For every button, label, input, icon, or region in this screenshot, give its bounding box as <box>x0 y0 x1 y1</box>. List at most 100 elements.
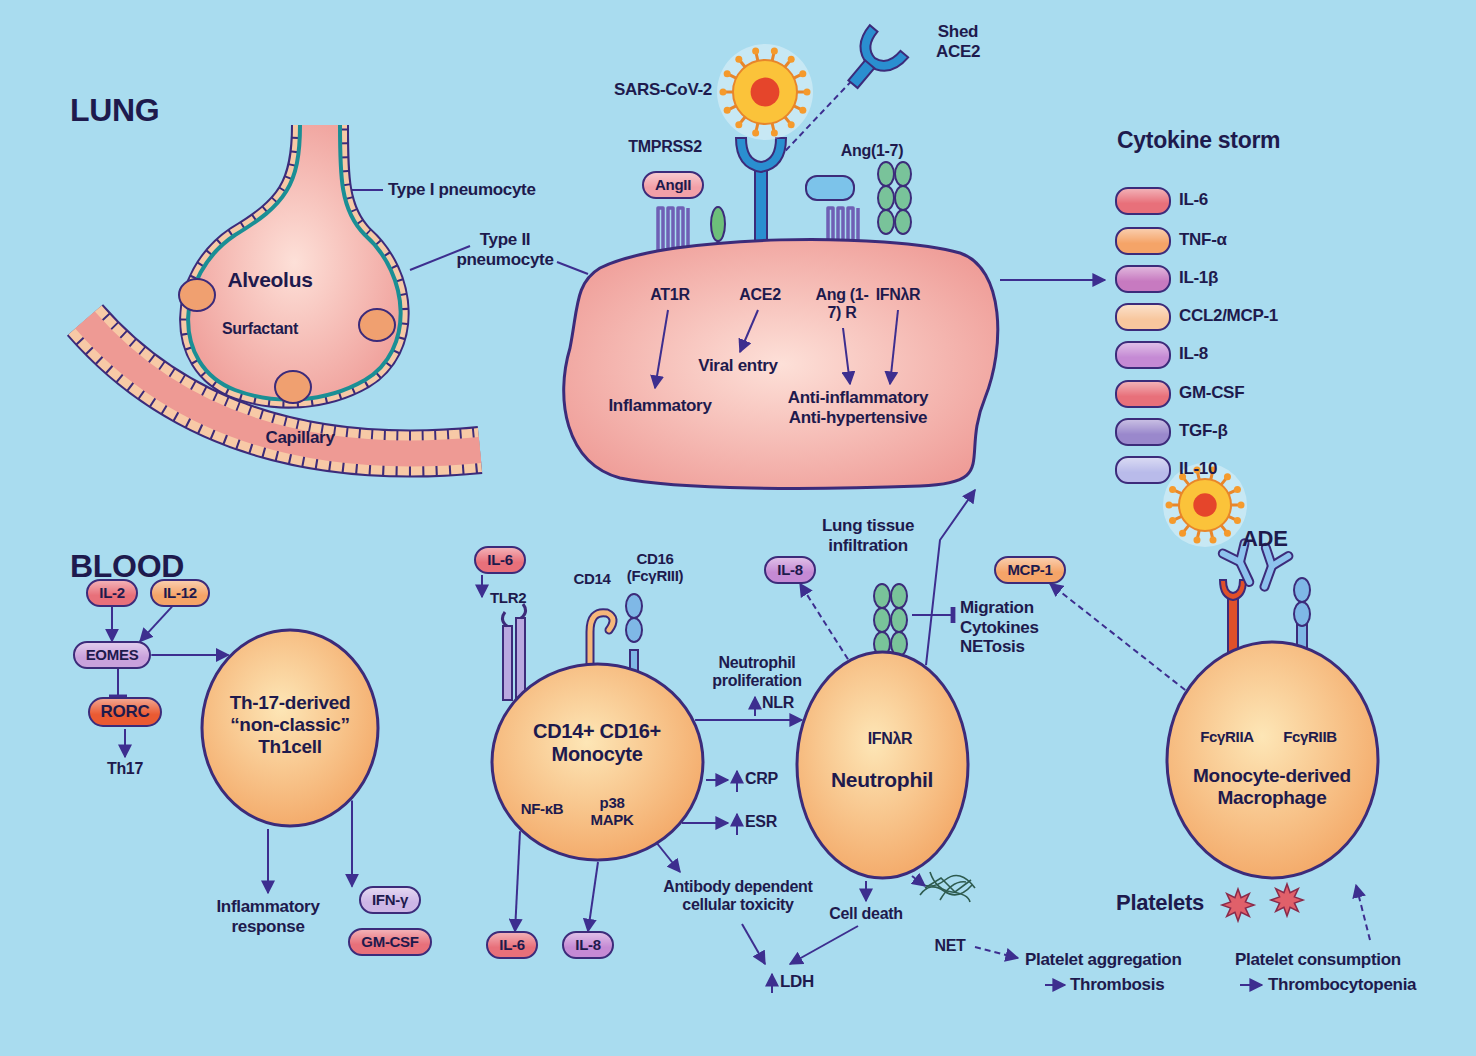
connector-arrow <box>1000 279 1105 281</box>
arrow <box>481 575 483 597</box>
arrow <box>706 779 728 781</box>
cytokine-pill-swatch <box>1115 265 1171 293</box>
alveolus-shape: AlveolusSurfactant <box>165 125 415 425</box>
annotation-label: Ang(1-7) <box>841 142 903 160</box>
receptor-domain <box>626 618 642 642</box>
arrow <box>843 328 850 384</box>
drawing-part <box>1264 566 1272 587</box>
receptor-domain <box>895 162 911 186</box>
cell-membrane <box>492 664 703 860</box>
cytokine-swatch-item: IL-8 <box>1115 341 1305 369</box>
cytokine-swatch-item: CCL2/MCP-1 <box>1115 303 1305 331</box>
drawing-part <box>1166 502 1173 509</box>
cytokine-pill-swatch <box>1115 227 1171 255</box>
node-text: Alveolus <box>210 268 330 292</box>
arrow <box>742 924 765 964</box>
arrow <box>656 842 680 872</box>
antibody <box>1253 548 1288 591</box>
node-text: IL-6 <box>499 936 524 953</box>
drawing-part <box>799 107 806 114</box>
cell-membrane <box>797 652 968 878</box>
cytokine-pill: AngII <box>642 171 704 198</box>
drawing-part <box>804 89 811 96</box>
arrow <box>124 729 126 757</box>
receptor-domain <box>626 594 642 618</box>
annotation-label: CD14 <box>573 570 610 587</box>
node-text: GM-CSF <box>361 933 418 950</box>
drawing-part <box>915 872 975 902</box>
annotation-label: Type I pneumocyte <box>388 180 536 200</box>
node-text: Th-17-derived “non-classic” Th1cell <box>215 692 365 758</box>
cytokine-swatch-item: IL-1β <box>1115 265 1305 293</box>
cell-membrane <box>564 239 998 488</box>
drawing-part <box>834 25 908 100</box>
annotation-label: Th17 <box>107 760 143 778</box>
drawing-part <box>1169 517 1176 524</box>
node-text: MCP-1 <box>1007 561 1052 578</box>
drawing-part <box>1272 552 1288 570</box>
capillary-wall <box>85 320 480 453</box>
arrow <box>975 947 1018 958</box>
annotation-label: ESR <box>745 813 777 831</box>
drawing-part <box>557 262 588 274</box>
arrow <box>655 310 668 388</box>
annotation-label: Shed ACE2 <box>928 22 988 61</box>
node-text: IL-1β <box>1179 268 1218 288</box>
cell-membrane <box>1167 642 1378 878</box>
cytokine-swatch-item: GM-CSF <box>1115 380 1305 408</box>
cytokine-pill-swatch <box>1115 380 1171 408</box>
drawing-part <box>720 89 727 96</box>
receptor-7tm <box>658 208 688 250</box>
drawing-part <box>771 129 778 136</box>
node-text: IL-12 <box>163 584 197 601</box>
annotation-label: Type II pneumocyte <box>450 230 560 269</box>
capillary-wall <box>85 320 480 453</box>
cell-body: IFNλRNeutrophil <box>795 650 970 880</box>
connector-arrow <box>515 831 520 931</box>
arrow <box>736 814 738 835</box>
receptor-domain <box>878 210 894 234</box>
drawing-part <box>1234 517 1241 524</box>
node-text: FcγRIIB <box>1274 728 1346 745</box>
receptor-domain <box>895 186 911 210</box>
cytokine-pill: IL-8 <box>562 931 613 958</box>
arrow <box>267 829 269 893</box>
cytokine-pill: EOMES <box>73 641 152 668</box>
drawing-part <box>752 48 759 55</box>
drawing-part <box>736 138 786 172</box>
annotation-label: CD16 (FcγRIII) <box>613 550 698 585</box>
pneumocyte-cell: AT1RACE2Ang (1-7) RIFNλRInflammatoryVira… <box>560 228 1000 490</box>
alveolus-wall <box>188 125 401 400</box>
node-text: GM-CSF <box>1179 383 1244 403</box>
node-text: AT1R <box>640 286 700 304</box>
node-text: IL-8 <box>1179 344 1208 364</box>
drawing-part <box>1240 562 1249 582</box>
drawing-part <box>1240 562 1249 582</box>
drawing-part <box>724 107 731 114</box>
annotation-label: Thrombocytopenia <box>1268 975 1416 995</box>
receptor-domain <box>1294 602 1310 626</box>
drawing-part <box>806 176 854 200</box>
annotation-label: ADE <box>1242 526 1288 551</box>
drawing-part <box>1220 580 1246 600</box>
drawing-part <box>516 618 525 700</box>
annotation-label: Platelet consumption <box>1235 950 1401 970</box>
node-text: TNF-α <box>1179 230 1227 250</box>
cytokine-group: Cytokine stormIL-6TNF-αIL-1βCCL2/MCP-1IL… <box>1105 125 1315 490</box>
annotation-label: Inflammatory response <box>208 897 328 936</box>
annotation-label: NLR <box>762 694 794 712</box>
drawing-part <box>717 44 813 140</box>
type2-pneumocyte <box>275 371 311 403</box>
drawing-part <box>1228 596 1238 654</box>
platelet <box>1222 889 1254 921</box>
cell-outline <box>1165 640 1380 880</box>
receptor-domain <box>895 210 911 234</box>
platelet <box>1271 884 1303 916</box>
drawing-part <box>752 129 759 136</box>
cytokine-swatch-item: TGF-β <box>1115 418 1305 446</box>
node-text: IL-6 <box>1179 190 1208 210</box>
cell-outline <box>70 300 490 490</box>
connector-arrow <box>151 654 228 656</box>
connector-arrow <box>588 862 598 931</box>
